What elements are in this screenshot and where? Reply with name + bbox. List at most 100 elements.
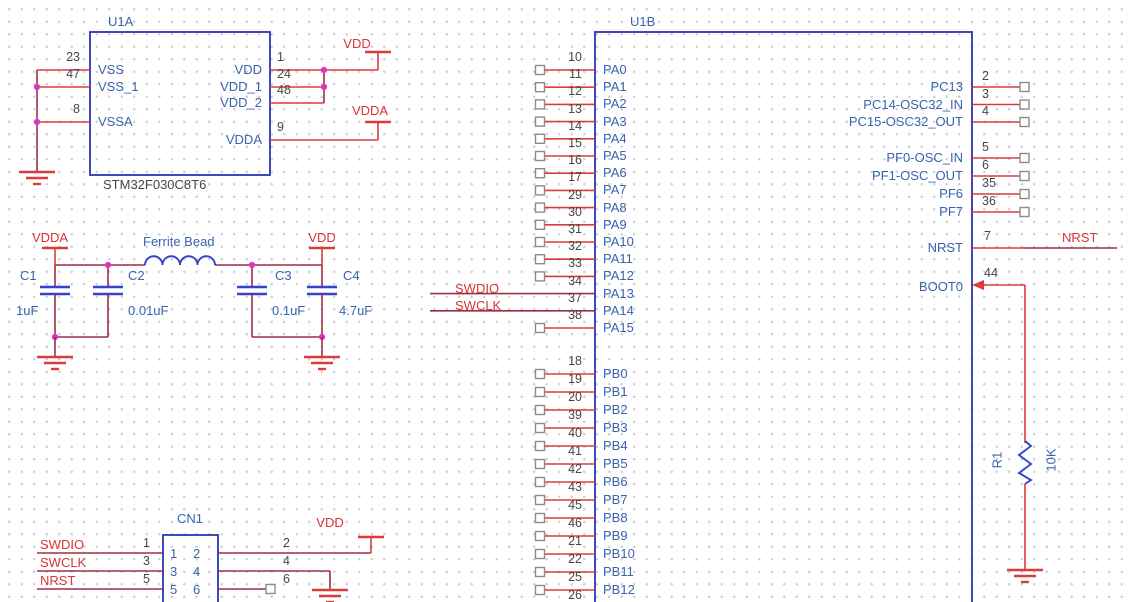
no-connect-square — [534, 440, 546, 452]
u1b-pin-number: 39 — [568, 408, 582, 422]
ferrite-bead-symbol[interactable] — [144, 255, 216, 266]
resistor-value: 10K — [1043, 448, 1059, 472]
no-connect-square — [534, 386, 546, 398]
no-connect-square — [534, 64, 546, 76]
u1b-component-body[interactable] — [594, 31, 973, 602]
net-label-swclk: SWCLK — [455, 298, 502, 313]
u1b-pin-name: PB8 — [603, 510, 628, 525]
no-connect-square — [534, 150, 546, 162]
capacitor-value: 0.01uF — [128, 303, 169, 318]
u1b-pin-number: 34 — [568, 273, 582, 288]
u1b-pin-name: PA8 — [603, 199, 627, 215]
u1b-pin-number: 7 — [984, 229, 991, 243]
no-connect-square — [1019, 116, 1030, 128]
u1b-pin-number: 14 — [568, 118, 582, 133]
cn1-net-label: NRST — [40, 573, 76, 588]
u1a-pin-name: VDDA — [225, 132, 262, 147]
capacitor-value: 4.7uF — [339, 303, 373, 318]
u1b-pin-name: PB11 — [603, 564, 634, 579]
u1b-pin-number: 11 — [569, 67, 582, 82]
cn1-inside-number: 3 — [170, 564, 178, 579]
no-connect-square — [1019, 152, 1030, 164]
u1b-pin-number: 19 — [568, 372, 582, 386]
cn1-pin-number: 3 — [143, 554, 150, 568]
u1b-pin-number: 6 — [982, 158, 989, 172]
cn1-inside-number: 4 — [193, 564, 201, 579]
u1b-pin-name: PB6 — [603, 474, 628, 489]
u1b-pin-name: PA1 — [603, 79, 627, 95]
u1b-pin-name: PB0 — [603, 366, 628, 381]
u1a-pin-number: 47 — [66, 67, 80, 81]
u1b-pin-number: 16 — [568, 153, 582, 168]
capacitor-value: 1uF — [16, 303, 39, 318]
u1b-pin-name: PA10 — [603, 234, 634, 249]
u1a-pin-number: 8 — [73, 102, 80, 116]
no-connect-square — [265, 583, 276, 595]
power-port-label: VDD — [343, 36, 371, 51]
no-connect-square — [534, 530, 546, 542]
no-connect-square — [534, 494, 546, 506]
u1b-pin-name: PF7 — [939, 204, 963, 219]
u1b-pin-number: 2 — [982, 69, 989, 83]
power-port-label: VDDA — [31, 230, 69, 245]
u1b-pin-number: 25 — [568, 570, 582, 584]
u1b-pin-number: 15 — [568, 136, 582, 150]
u1b-pin-name: PC15-OSC32_OUT — [848, 114, 963, 129]
u1b-pin-number: 35 — [982, 176, 996, 190]
cn1-pin-number: 6 — [283, 572, 290, 586]
ferrite-bead-label: Ferrite Bead — [143, 234, 215, 249]
component-part-number: STM32F030C8T6 — [103, 177, 207, 192]
u1b-pin-name: PB5 — [603, 456, 628, 471]
no-connect-square — [534, 133, 546, 145]
u1b-pin-name: PA9 — [603, 216, 627, 232]
u1b-pin-name: PB2 — [603, 402, 628, 417]
u1a-pin-number: 23 — [66, 50, 80, 64]
u1b-pin-number: 12 — [568, 84, 582, 99]
u1b-pin-number: 10 — [568, 50, 582, 64]
u1b-pin-name: PA0 — [603, 62, 627, 77]
u1b-pin-number: 22 — [568, 552, 582, 566]
component-designator: U1A — [108, 14, 134, 29]
u1a-pin-name: VSSA — [98, 114, 133, 129]
u1b-pin-number: 41 — [568, 444, 582, 458]
u1a-pin-name: VDD_1 — [220, 79, 262, 94]
component-designator: U1B — [630, 14, 656, 29]
cn1-net-label: SWDIO — [40, 537, 85, 552]
junction-dot — [33, 83, 41, 91]
no-connect-square — [534, 236, 546, 248]
junction-dot — [248, 261, 256, 269]
u1b-pin-number: 21 — [568, 534, 582, 548]
no-connect-square — [534, 271, 546, 282]
u1a-pin-name: VSS — [98, 62, 125, 77]
capacitor-ref: C1 — [20, 268, 37, 283]
cn1-connector-body[interactable] — [162, 534, 219, 602]
u1a-pin-number: 48 — [277, 83, 291, 97]
no-connect-square — [534, 476, 546, 488]
u1b-pin-name: PA13 — [603, 285, 634, 301]
capacitor-ref: C4 — [343, 268, 360, 283]
u1b-pin-number: 40 — [568, 426, 582, 440]
cn1-net-label: SWCLK — [40, 555, 87, 570]
no-connect-square — [534, 404, 546, 416]
no-connect-square — [1019, 188, 1030, 200]
no-connect-square — [534, 584, 546, 596]
resistor-symbol[interactable] — [1017, 440, 1033, 485]
u1b-pin-name: PB1 — [603, 384, 628, 399]
u1b-pin-number: 45 — [568, 498, 582, 512]
no-connect-square — [534, 548, 546, 560]
no-connect-square — [1019, 170, 1030, 182]
u1b-pin-name: PA7 — [603, 182, 627, 198]
junction-dot — [320, 83, 328, 91]
no-connect-square — [1019, 99, 1030, 110]
junction-dot — [104, 261, 112, 269]
u1b-pin-number: 26 — [568, 588, 582, 602]
u1b-pin-number: 31 — [568, 222, 582, 236]
no-connect-square — [534, 167, 546, 179]
no-connect-square — [534, 253, 546, 265]
u1b-pin-name: NRST — [927, 240, 963, 255]
cn1-inside-number: 6 — [193, 582, 201, 597]
cn1-pin-number: 4 — [283, 554, 290, 568]
u1b-pin-name: PA5 — [603, 148, 627, 163]
no-connect-square — [534, 322, 546, 334]
u1b-pin-number: 43 — [568, 480, 582, 494]
